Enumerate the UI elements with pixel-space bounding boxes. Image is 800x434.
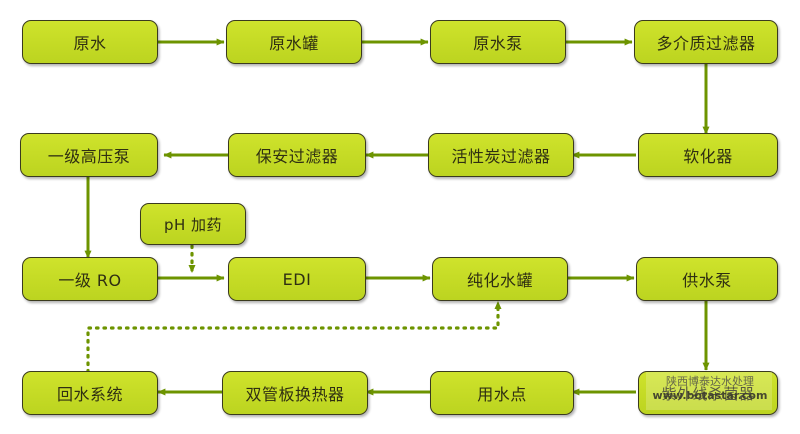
node-edi[interactable]: EDI [228, 257, 366, 301]
node-label: 紫外线杀菌器 [661, 384, 755, 403]
node-label: 一级高压泵 [47, 147, 131, 166]
node-raw-water[interactable]: 原水 [22, 20, 158, 64]
node-primary-ro[interactable]: 一级 RO [22, 257, 158, 301]
node-softener[interactable]: 软化器 [638, 133, 778, 177]
node-security-filter[interactable]: 保安过滤器 [228, 133, 366, 177]
node-label: 双管板换热器 [245, 385, 345, 404]
node-label: pH 加药 [163, 215, 223, 234]
node-label: 原水泵 [473, 34, 523, 53]
node-label: 原水 [73, 34, 107, 53]
node-label: 保安过滤器 [255, 147, 339, 166]
node-label: 供水泵 [682, 271, 732, 290]
node-label: EDI [282, 269, 312, 289]
node-primary-high-pressure-pump[interactable]: 一级高压泵 [20, 133, 158, 177]
node-double-tube-sheet-heat-exchanger[interactable]: 双管板换热器 [222, 371, 368, 415]
node-activated-carbon-filter[interactable]: 活性炭过滤器 [428, 133, 574, 177]
node-label: 用水点 [477, 385, 527, 404]
node-return-water-system[interactable]: 回水系统 [22, 371, 158, 415]
node-point-of-use[interactable]: 用水点 [430, 371, 574, 415]
node-multimedia-filter[interactable]: 多介质过滤器 [634, 20, 778, 64]
node-label: 回水系统 [56, 385, 123, 404]
node-label: 一级 RO [58, 271, 122, 290]
node-label: 原水罐 [269, 34, 319, 53]
node-raw-water-pump[interactable]: 原水泵 [430, 20, 566, 64]
node-supply-pump[interactable]: 供水泵 [636, 257, 778, 301]
node-label: 活性炭过滤器 [451, 147, 551, 166]
edge-return-system-to-pure-tank [86, 300, 502, 374]
node-label: 纯化水罐 [466, 271, 533, 290]
node-raw-water-tank[interactable]: 原水罐 [226, 20, 362, 64]
node-label: 软化器 [683, 147, 733, 166]
node-ph-dosing[interactable]: pH 加药 [140, 203, 246, 245]
node-pure-water-tank[interactable]: 纯化水罐 [432, 257, 568, 301]
node-uv-sterilizer[interactable]: 紫外线杀菌器 [638, 371, 778, 415]
node-label: 多介质过滤器 [656, 34, 756, 53]
